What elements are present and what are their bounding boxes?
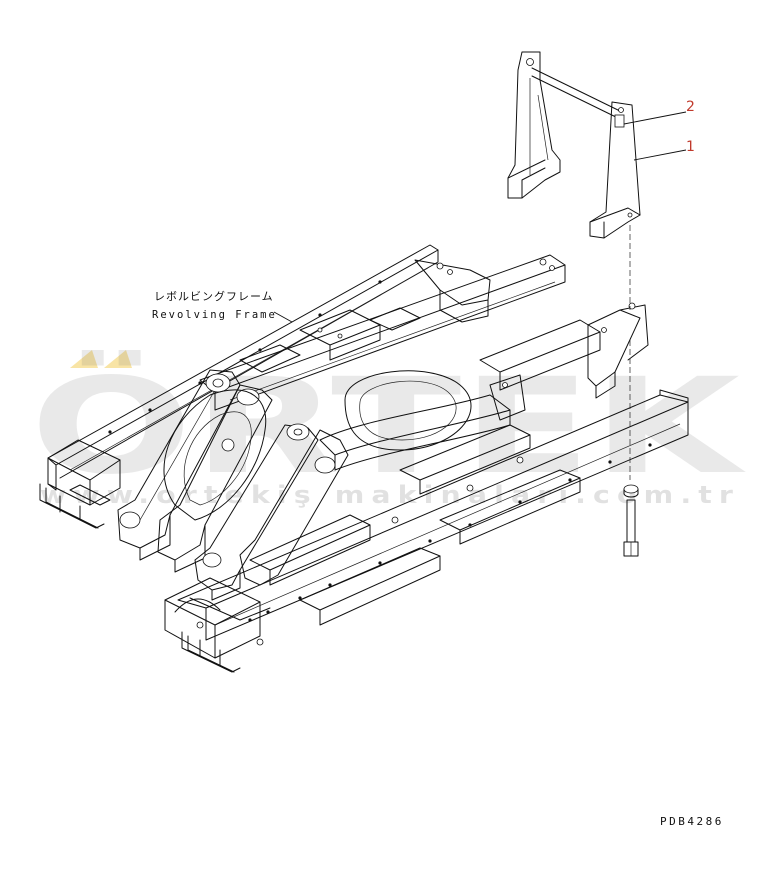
callout-1: 1: [686, 139, 695, 155]
frame-label-en: Revolving Frame: [152, 309, 277, 321]
frame-label-leader: [273, 311, 293, 323]
revolving-frame: [39, 244, 689, 673]
bolt-assembly: [623, 225, 639, 557]
drawing-code: PDB4286: [660, 815, 724, 828]
watermark: ÖRTEK www.ortekiş makinaları.com.tr: [30, 350, 747, 509]
stand-assembly: [507, 51, 641, 239]
callout-2: 2: [686, 99, 695, 115]
watermark-url: www.ortekiş makinaları.com.tr: [40, 481, 740, 509]
washer: [623, 484, 639, 494]
frame-label-jp: レボルビングフレーム: [154, 289, 274, 303]
watermark-accent-left: [70, 350, 98, 368]
leader-1: [633, 149, 687, 161]
leader-2: [623, 111, 687, 125]
watermark-accent-right: [104, 350, 132, 368]
